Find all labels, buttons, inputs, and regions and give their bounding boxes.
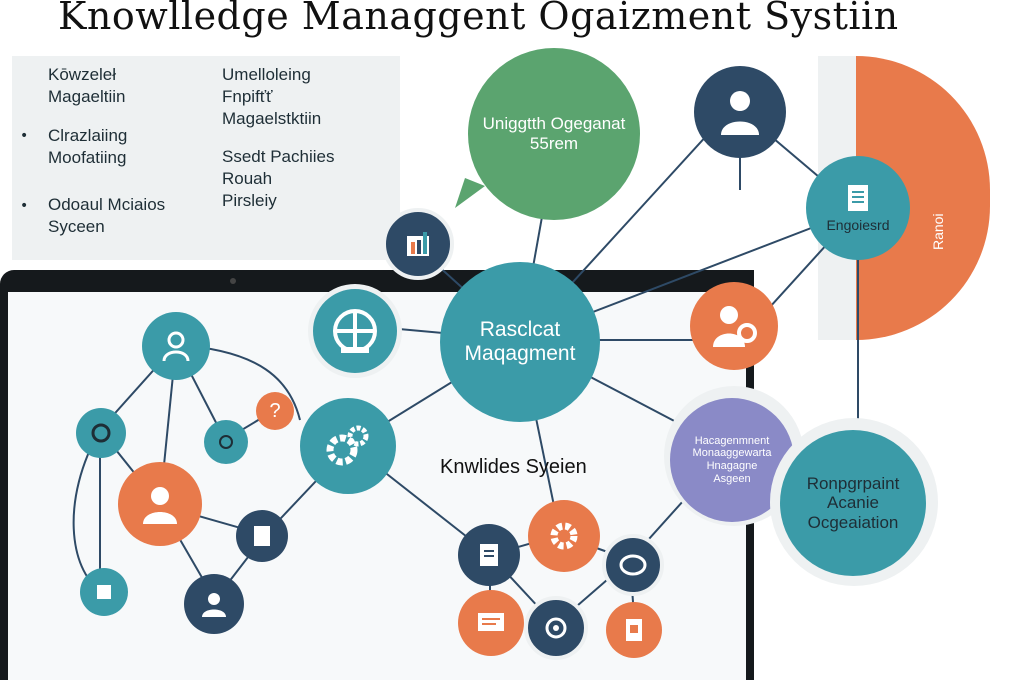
engineered-label: Engoiesrd [826,216,890,233]
person-icon [721,91,759,135]
purple-label: Hacagenmnent Monaaggewarta Hnagagne Asge… [692,434,772,485]
question-icon: ? [269,399,281,422]
orange-gear-node [528,500,600,572]
orange-person-node [118,462,202,546]
bullet-marker: • [20,128,29,144]
document-icon [97,585,111,599]
teal-chat-node [204,420,248,464]
teal-square-node [80,568,128,616]
camera-icon [545,617,567,639]
bottom-teal-label: Ronpgrpaint Acanie Ocgeaiation [806,473,900,532]
navy-person-node [184,574,244,634]
orange-people-node [690,282,778,370]
center-node: Rasclcat Maqagment [440,262,600,422]
document-icon [480,544,498,566]
knowledge-system-label: Knwlides Syeien [440,456,587,478]
info-panel [12,56,400,260]
bars-icon [407,232,429,256]
bullet-marker: • [20,198,29,214]
navy-chat-node [602,534,664,596]
top-green-node: Uniggtth Ogeganat 55rem [468,48,640,220]
document-icon [254,526,270,546]
page-title: Knowlledge Managgent Ogaizment Systiin [58,0,899,38]
navy-file-node [236,510,288,562]
person-node-top [694,66,786,158]
top-green-label: Uniggtth Ogeganat 55rem [482,114,626,153]
gear-icon [550,522,578,550]
bars-icon [478,613,504,631]
navy-doc-node [458,524,520,586]
orange-board-node [458,590,524,656]
gears-node [300,398,396,494]
chart-node [382,208,454,280]
chat-icon [219,435,233,449]
gear-icon [326,425,369,466]
panel-item-1: Kōwzeleł Magaeltiin [48,65,126,106]
person-icon [143,487,177,524]
engineered-node: Engoiesrd [806,156,910,260]
orange-question-node: ? [256,392,294,430]
document-icon [848,184,868,211]
chat-icon [619,554,647,576]
books-icon [626,619,642,641]
teal-person-node [142,312,210,380]
globe-icon [333,309,377,353]
hands-icon [713,306,757,347]
globe-node [308,284,402,378]
orange-books-node [606,602,662,658]
speech-tail [455,178,485,208]
center-label: Rasclcat Maqagment [464,317,576,365]
bottom-teal-node: Ronpgrpaint Acanie Ocgeaiation [780,430,926,576]
panel-item-5: Ssedt Pachiies Rouah Pirsleiy [222,147,335,210]
person-icon [202,593,226,617]
teal-ring-node [76,408,126,458]
person-icon [162,331,190,362]
camera-dot [230,278,236,284]
navy-camera-node [524,596,588,660]
panel-item-3: Odoaul Mciaios Syceen [48,195,166,236]
panel-item-2: Clrazlaiing Moofatiing [48,126,128,167]
panel-item-4: Umelloleing Fnpifťť Magaelstktiin [222,65,322,128]
target-icon [91,423,111,443]
